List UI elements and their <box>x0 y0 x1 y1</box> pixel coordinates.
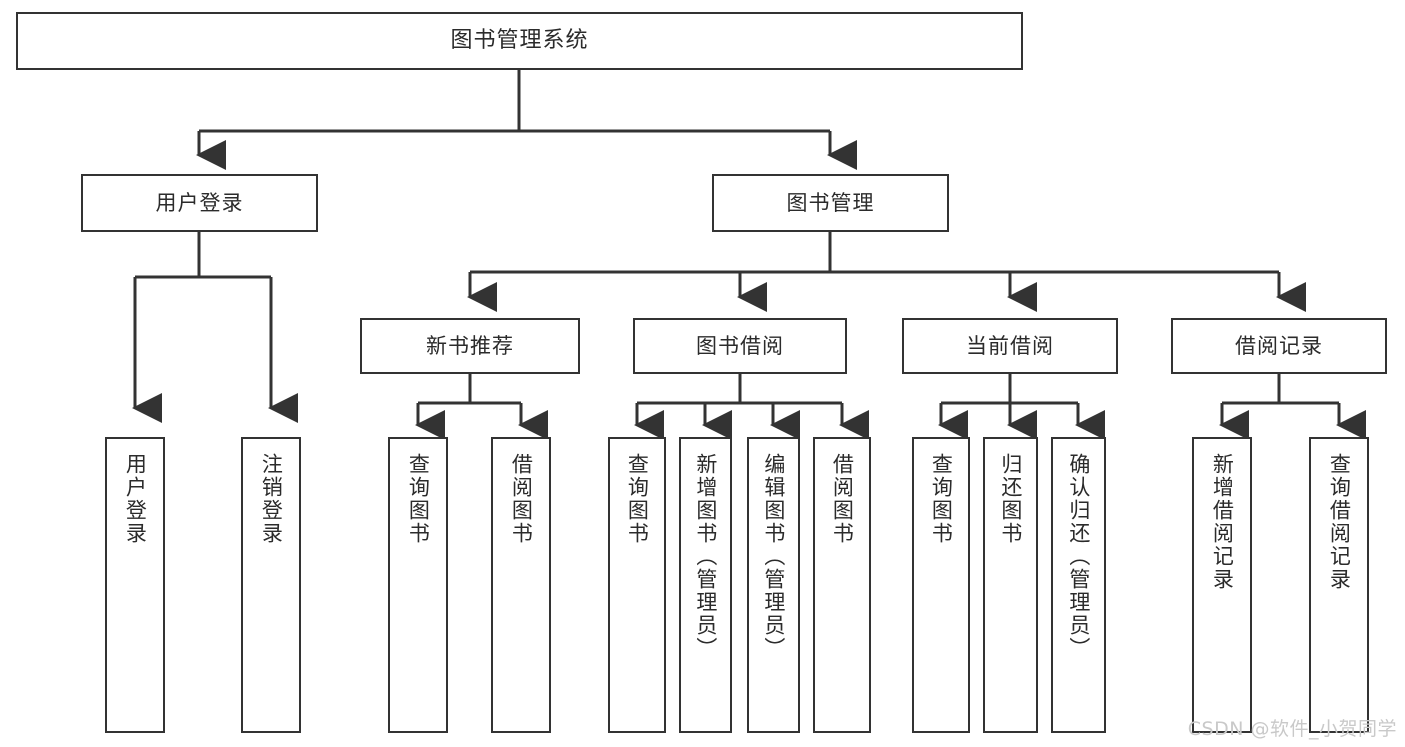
node-label: 查询借阅记录 <box>1327 453 1352 591</box>
leaf-query-book-newbook[interactable]: 查询图书 <box>388 437 448 733</box>
node-book-borrow[interactable]: 图书借阅 <box>633 318 847 374</box>
leaf-query-book-current[interactable]: 查询图书 <box>912 437 970 733</box>
leaf-borrow-book[interactable]: 借阅图书 <box>813 437 871 733</box>
node-label: 借阅图书 <box>509 453 534 545</box>
node-label: 注销登录 <box>259 453 284 545</box>
node-label: 查询图书 <box>625 453 650 545</box>
node-new-book-recommend[interactable]: 新书推荐 <box>360 318 580 374</box>
leaf-query-book-borrow[interactable]: 查询图书 <box>608 437 666 733</box>
node-label: 用户登录 <box>123 453 148 545</box>
leaf-confirm-return-admin[interactable]: 确认归还（管理员） <box>1051 437 1106 733</box>
node-label: 编辑图书（管理员） <box>761 453 786 660</box>
node-user-login[interactable]: 用户登录 <box>81 174 318 232</box>
node-label: 借阅记录 <box>1235 333 1323 358</box>
node-label: 当前借阅 <box>966 333 1054 358</box>
leaf-query-borrow-record[interactable]: 查询借阅记录 <box>1309 437 1369 733</box>
node-label: 新增图书（管理员） <box>693 453 718 660</box>
node-label: 借阅图书 <box>830 453 855 545</box>
node-label: 查询图书 <box>929 453 954 545</box>
leaf-logout[interactable]: 注销登录 <box>241 437 301 733</box>
leaf-edit-book-admin[interactable]: 编辑图书（管理员） <box>747 437 800 733</box>
leaf-user-login[interactable]: 用户登录 <box>105 437 165 733</box>
node-label: 新增借阅记录 <box>1210 453 1235 591</box>
node-label: 用户登录 <box>155 190 244 215</box>
leaf-return-book[interactable]: 归还图书 <box>983 437 1038 733</box>
node-book-management[interactable]: 图书管理 <box>712 174 949 232</box>
node-label: 图书管理 <box>786 190 875 215</box>
node-label: 新书推荐 <box>426 333 514 358</box>
node-label: 图书借阅 <box>696 333 784 358</box>
leaf-add-borrow-record[interactable]: 新增借阅记录 <box>1192 437 1252 733</box>
node-current-borrow[interactable]: 当前借阅 <box>902 318 1118 374</box>
node-borrow-record[interactable]: 借阅记录 <box>1171 318 1387 374</box>
node-label: 图书管理系统 <box>450 28 589 54</box>
node-label: 归还图书 <box>998 453 1023 545</box>
node-root-system[interactable]: 图书管理系统 <box>16 12 1023 70</box>
node-label: 查询图书 <box>406 453 431 545</box>
leaf-add-book-admin[interactable]: 新增图书（管理员） <box>679 437 732 733</box>
watermark-text: CSDN @软件_小贺同学 <box>1187 718 1397 740</box>
node-label: 确认归还（管理员） <box>1066 453 1091 660</box>
leaf-borrow-book-newbook[interactable]: 借阅图书 <box>491 437 551 733</box>
